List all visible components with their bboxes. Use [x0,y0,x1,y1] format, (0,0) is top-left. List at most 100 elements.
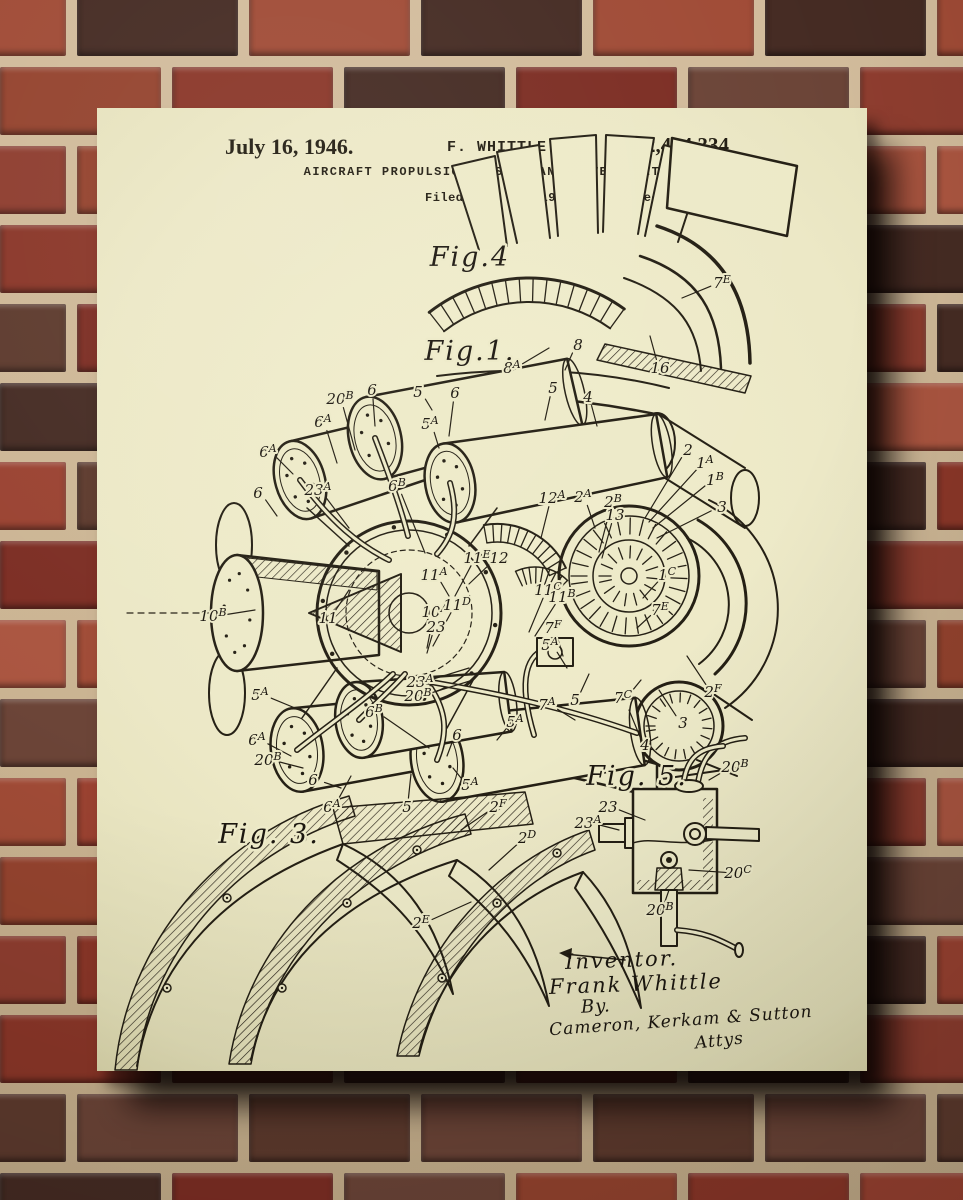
callout-label: 23 [425,618,445,636]
callout-label: 23A [405,672,433,691]
leader-line [372,398,376,427]
brick [860,541,963,609]
callout-label: 6 [308,771,318,789]
callout-label: 4 [582,388,593,406]
leader-line [460,811,489,831]
leader-line [556,708,576,721]
callout-label: 5A [506,712,524,731]
leader-line [433,431,440,449]
leader-line [664,889,670,903]
callout-label: 11D [443,595,471,614]
brick [344,1173,505,1200]
callout-label: 7E [713,273,731,292]
leader-line [468,563,491,585]
brick [860,1173,963,1200]
brick [937,304,963,372]
leader-line [652,484,707,529]
leader-line [628,709,641,738]
callout-label: 2B [603,492,622,511]
callout-label: 5 [413,383,423,401]
leader-line [644,457,683,519]
brick [421,1094,582,1162]
callout-label: 2D [517,828,537,847]
brick [0,304,66,372]
leader-line [636,614,652,629]
leader-line [430,667,470,681]
callout-label: 3 [717,498,727,516]
brick [937,936,963,1004]
leader-line [426,634,433,654]
leader-line [528,597,544,633]
brick [0,1173,161,1200]
fig5-drawing [598,735,760,958]
callout-label: 5 [570,691,580,709]
leader-line [686,655,707,686]
callout-label: 2 [682,441,693,459]
inventor-arrow [564,953,626,961]
callout-label: 6 [450,384,460,402]
callout-label: 6 [367,381,377,399]
leader-line [534,603,556,637]
leader-line [688,869,727,874]
brick [937,1094,963,1162]
leader-line [649,335,658,361]
callout-label: 5 [402,798,412,816]
callout-label: 11E [463,548,490,567]
callout-label: 6A [248,730,266,749]
callout-label: 20B [720,757,748,776]
leader-line [544,396,551,421]
leader-line [590,404,598,427]
brick [860,67,963,135]
callout-label: 20B [645,900,673,919]
leader-line [708,770,725,781]
leader-line [488,843,519,871]
callout-label: 12 [489,549,508,567]
brick [0,462,66,530]
callout-label: 6 [253,484,263,502]
brick [860,699,963,767]
leader-line [496,727,508,741]
brick [688,1173,849,1200]
leader-line [276,457,294,475]
leader-line [428,679,474,695]
brick [77,0,238,56]
brick [937,620,963,688]
signature-inventor-label: Inventor. [564,946,679,974]
callout-label: 11B [548,587,575,606]
brick [860,1015,963,1083]
signature-by-label: By. [580,995,612,1018]
leader-line [448,401,454,437]
brick [765,1094,926,1162]
leader-line [279,761,304,769]
leader-line [618,809,646,821]
brick [765,0,926,56]
leader-line [642,580,659,599]
leader-line [407,773,412,799]
leader-line [431,901,472,921]
leader-line [440,581,450,597]
brick [937,0,963,56]
brick [421,0,582,56]
callout-label: 2F [488,797,507,816]
patent-date: July 16, 1946. [225,134,354,159]
leader-line [267,743,292,757]
leader-line [326,429,338,464]
leader-line [598,510,611,553]
leader-line [446,742,453,757]
brick [516,1173,677,1200]
figure-label: Fig.1. [424,336,516,367]
callout-label: 5A [461,775,479,794]
callout-label: 2E [411,913,430,932]
leader-line [681,285,712,299]
callout-label: 10A [421,602,448,621]
leader-line [342,407,356,451]
figure-label: Fig.4 [429,242,510,273]
brick [593,1094,754,1162]
callout-label: 20B [325,389,353,408]
brick [0,936,66,1004]
callout-label: 7E [651,600,669,619]
leader-line [521,347,550,365]
brick [172,1173,333,1200]
